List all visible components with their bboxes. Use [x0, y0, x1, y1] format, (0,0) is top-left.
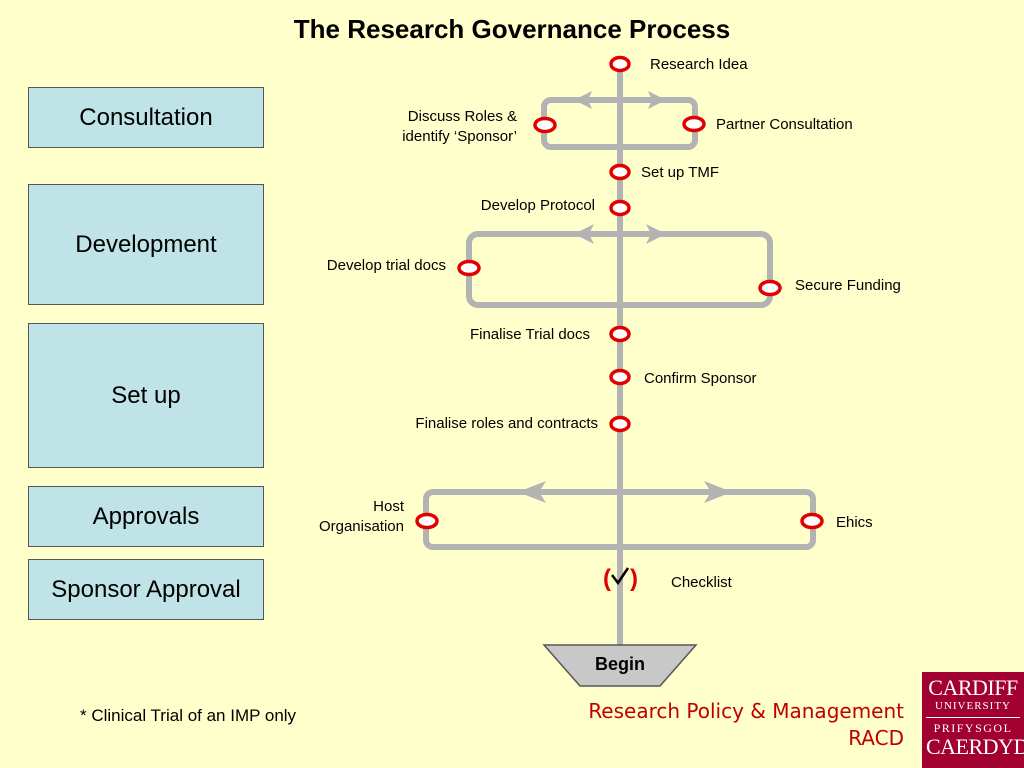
node-finalise-roles: [609, 415, 631, 433]
node-develop-trial-docs: [457, 259, 481, 277]
process-nodes: [415, 55, 824, 530]
node-finalise-trial-docs: [609, 325, 631, 343]
footnote: * Clinical Trial of an IMP only: [80, 706, 297, 725]
node-set-up-tmf: [609, 163, 631, 181]
logo-line3: PRIFYSGOL: [933, 721, 1013, 735]
node-develop-protocol: [609, 199, 631, 217]
logo-divider: [926, 717, 1020, 718]
label-develop-trial-docs: Develop trial docs: [326, 257, 446, 274]
stage-setup: Set up: [28, 323, 264, 468]
label-discuss-roles-line1: Discuss Roles &: [407, 108, 517, 125]
label-develop-protocol: Develop Protocol: [480, 197, 595, 214]
cardiff-university-logo: CARDIFF UNIVERSITY PRIFYSGOL CAERDYDD: [922, 672, 1024, 768]
begin-label: Begin: [594, 654, 645, 674]
stage-consultation: Consultation: [28, 87, 264, 148]
node-ethics: [800, 512, 824, 530]
label-finalise-roles: Finalise roles and contracts: [415, 415, 598, 432]
node-host-organisation: [415, 512, 439, 530]
label-research-idea: Research Idea: [650, 56, 748, 73]
arrow-right-icon: [648, 91, 666, 109]
node-confirm-sponsor: [609, 368, 631, 386]
svg-text:(: (: [603, 565, 611, 592]
label-ethics: Ehics: [836, 514, 873, 531]
svg-text:): ): [630, 565, 638, 592]
node-discuss-roles: [533, 116, 557, 134]
stage-sponsor-approval: Sponsor Approval: [28, 559, 264, 620]
label-host-line1: Host: [373, 498, 404, 515]
page-title: The Research Governance Process: [293, 14, 731, 44]
loop-arrows: [518, 91, 732, 503]
arrow-left-icon: [518, 481, 546, 503]
arrow-left-icon: [574, 224, 594, 244]
department-line2: RACD: [848, 726, 904, 750]
stage-approvals: Approvals: [28, 486, 264, 547]
node-secure-funding: [758, 279, 782, 297]
department-line1: Research Policy & Management: [588, 699, 904, 723]
department-name: Research Policy & Management RACD: [588, 698, 904, 752]
label-confirm-sponsor: Confirm Sponsor: [644, 370, 757, 387]
arrow-right-icon: [704, 481, 732, 503]
checklist-check-icon: ( ): [603, 565, 638, 592]
label-discuss-roles: Discuss Roles & identify ‘Sponsor’: [402, 107, 517, 147]
label-host-line2: Organisation: [318, 518, 404, 535]
logo-line4: CAERDYDD: [926, 734, 1024, 759]
label-host-organisation: Host Organisation: [319, 497, 404, 537]
label-checklist: Checklist: [671, 574, 732, 591]
label-discuss-roles-line2: identify ‘Sponsor’: [402, 128, 517, 145]
label-secure-funding: Secure Funding: [795, 277, 901, 294]
node-research-idea: [609, 55, 631, 73]
logo-line2: UNIVERSITY: [935, 700, 1011, 712]
arrow-left-icon: [574, 91, 592, 109]
label-set-up-tmf: Set up TMF: [641, 164, 720, 181]
label-partner-consultation: Partner Consultation: [716, 116, 853, 133]
logo-line1: CARDIFF: [928, 675, 1018, 700]
stage-development: Development: [28, 184, 264, 305]
arrow-right-icon: [646, 224, 666, 244]
label-finalise-trial-docs: Finalise Trial docs: [469, 326, 590, 343]
begin-box: [542, 644, 698, 687]
node-partner-consultation: [682, 115, 706, 133]
